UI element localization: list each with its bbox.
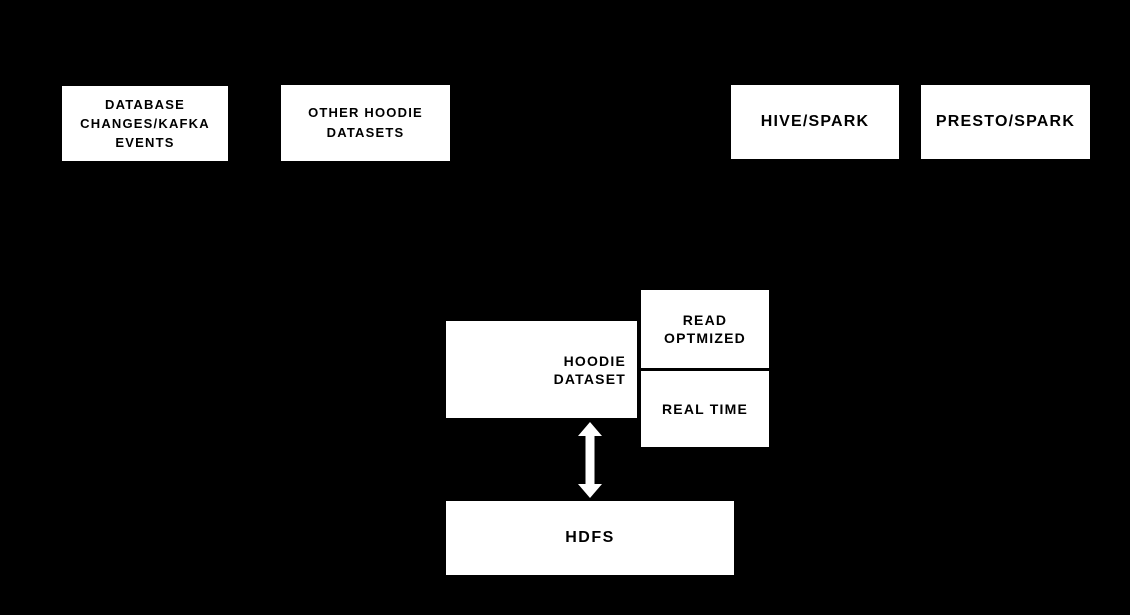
bidirectional-arrow-icon <box>578 422 602 498</box>
node-presto-spark: PRESTO/SPARK <box>921 85 1090 159</box>
node-hdfs: HDFS <box>446 501 734 575</box>
node-other-hoodie-datasets: OTHER HOODIE DATASETS <box>281 85 450 161</box>
node-real-time: REAL TIME <box>641 371 769 447</box>
node-hive-spark: HIVE/SPARK <box>731 85 899 159</box>
node-database-changes-kafka-events: DATABASE CHANGES/KAFKA EVENTS <box>62 86 228 161</box>
node-read-optmized: READ OPTMIZED <box>641 290 769 368</box>
node-hoodie-dataset: HOODIE DATASET <box>446 321 637 418</box>
